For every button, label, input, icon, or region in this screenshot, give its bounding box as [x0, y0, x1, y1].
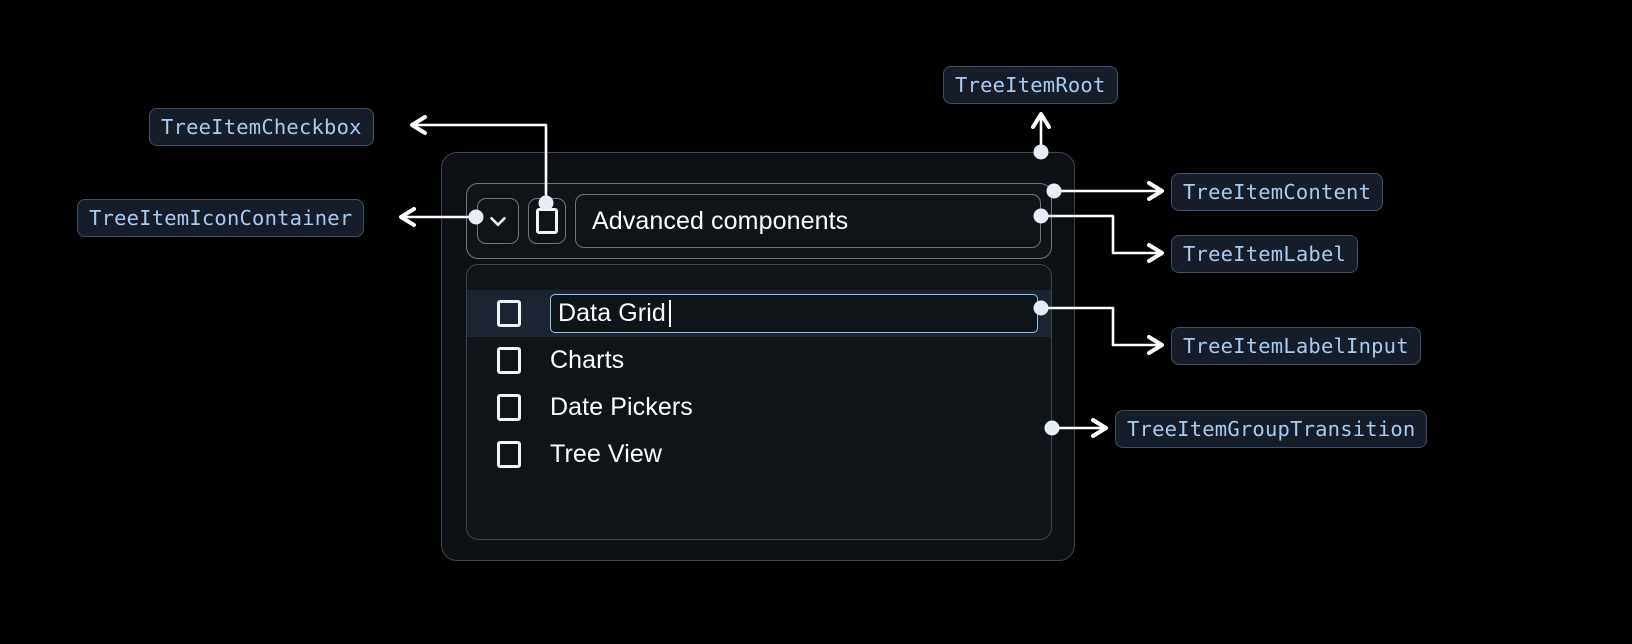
row-checkbox-2[interactable] [497, 394, 521, 421]
tree-item-icon-container[interactable] [477, 198, 519, 244]
annotation-tree-item-label: TreeItemLabel [1171, 235, 1359, 273]
annotation-tree-item-icon-container: TreeItemIconContainer [77, 199, 365, 237]
annotation-tree-item-label-input: TreeItemLabelInput [1171, 327, 1421, 365]
row-label-1: Charts [550, 346, 625, 374]
table-row[interactable]: Tree View [467, 431, 1051, 478]
tree-item-content[interactable]: Advanced components [466, 183, 1052, 259]
annotation-tree-item-content: TreeItemContent [1171, 173, 1384, 211]
checkbox-square-icon [536, 208, 558, 234]
annotation-tree-item-root: TreeItemRoot [943, 66, 1118, 104]
table-row[interactable]: Data Grid [467, 290, 1051, 337]
tree-item-label[interactable]: Advanced components [575, 194, 1041, 248]
row-checkbox-0[interactable] [497, 300, 521, 327]
row-label-0: Data Grid [558, 299, 666, 327]
row-label-3: Tree View [550, 440, 663, 468]
chevron-down-icon [485, 208, 511, 234]
tree-item-checkbox[interactable] [528, 198, 566, 244]
tree-item-root[interactable]: Advanced components Data Grid Charts Dat… [441, 152, 1075, 561]
text-caret [668, 300, 671, 327]
tree-item-group-transition: Data Grid Charts Date Pickers Tree View [466, 264, 1052, 540]
row-label-2: Date Pickers [550, 393, 693, 421]
tree-item-label-input[interactable]: Data Grid [550, 294, 1038, 333]
table-row[interactable]: Charts [467, 337, 1051, 384]
row-checkbox-3[interactable] [497, 441, 521, 468]
annotation-tree-item-checkbox: TreeItemCheckbox [149, 108, 374, 146]
table-row[interactable]: Date Pickers [467, 384, 1051, 431]
annotation-tree-item-group-transition: TreeItemGroupTransition [1115, 410, 1428, 448]
row-checkbox-1[interactable] [497, 347, 521, 374]
